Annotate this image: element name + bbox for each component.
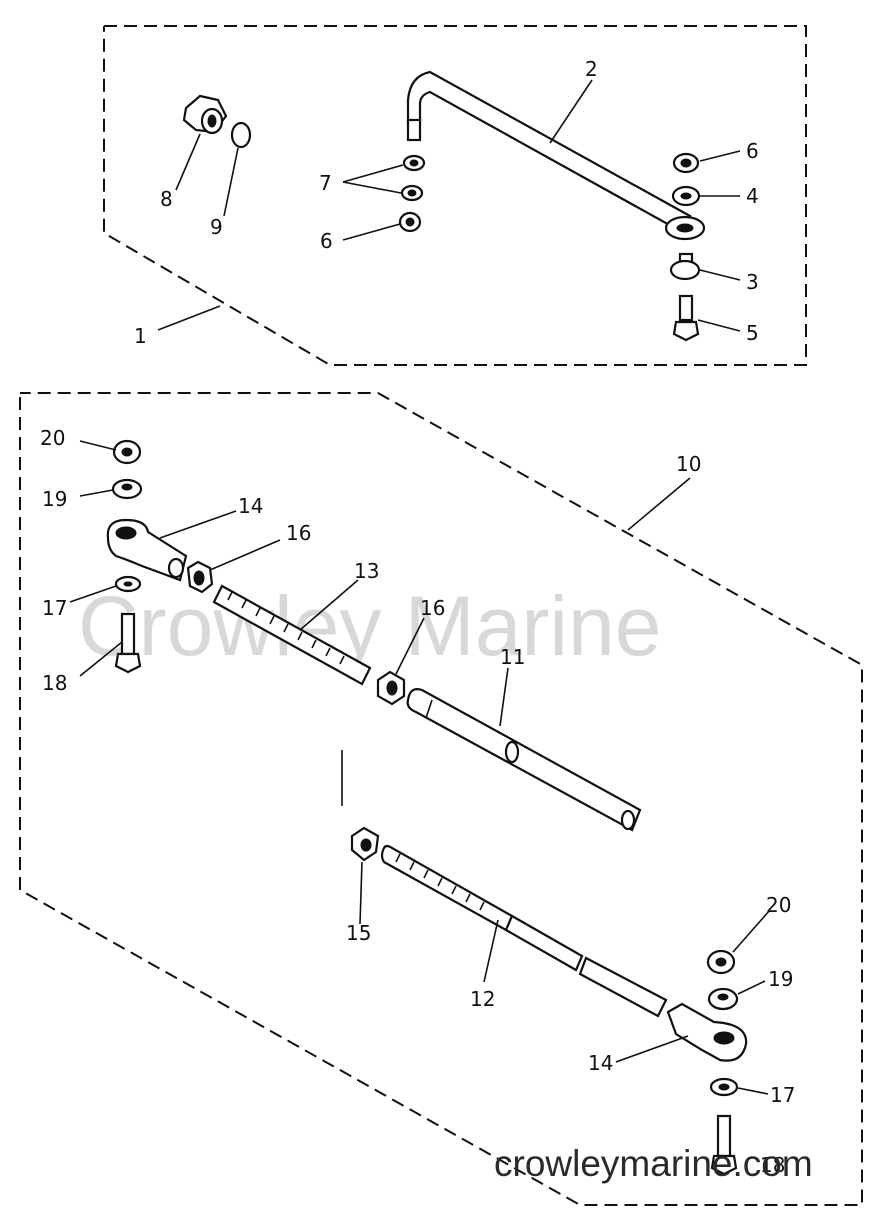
callout-19-bottom: 19	[768, 967, 793, 991]
part-20-nut-bottom	[706, 949, 736, 975]
callout-20-top: 20	[40, 426, 65, 450]
part-19-washer-bottom	[707, 987, 739, 1011]
callout-18-top: 18	[42, 671, 67, 695]
part-6-nut-right	[672, 152, 700, 174]
part-8-nut	[182, 94, 228, 135]
callout-15: 15	[346, 921, 371, 945]
callout-19-top: 19	[42, 487, 67, 511]
callout-8: 8	[160, 187, 173, 211]
callout-16-middle: 16	[420, 596, 445, 620]
part-6-nut-left	[398, 211, 422, 233]
part-5-bolt	[672, 294, 700, 342]
callout-4: 4	[746, 184, 759, 208]
callout-17-bottom: 17	[770, 1083, 795, 1107]
part-16-nut-top	[186, 560, 214, 594]
part-19-washer-top	[111, 478, 143, 500]
part-11-sleeve	[406, 688, 642, 832]
callout-1: 1	[134, 324, 147, 348]
callout-18-bottom: 18	[760, 1153, 785, 1177]
part-17-washer-top	[114, 575, 142, 593]
part-9-ring	[230, 121, 252, 149]
site-url: crowleymarine.com	[494, 1143, 813, 1184]
callout-14-top: 14	[238, 494, 263, 518]
callout-11: 11	[500, 645, 525, 669]
watermark: Crowley Marine	[78, 579, 662, 673]
part-7-washers	[400, 154, 426, 202]
callout-14-bottom: 14	[588, 1051, 613, 1075]
callout-20-bottom: 20	[766, 893, 791, 917]
callout-10: 10	[676, 452, 701, 476]
part-18-bolt-bottom	[710, 1114, 738, 1176]
part-4-washer	[671, 185, 701, 207]
part-15-nut	[350, 826, 380, 862]
part-3-bushing	[669, 252, 701, 281]
callout-5: 5	[746, 321, 759, 345]
part-17-washer-bottom	[709, 1077, 739, 1097]
callout-13: 13	[354, 559, 379, 583]
callout-17-top: 17	[42, 596, 67, 620]
group-10-outline	[19, 392, 863, 1206]
part-18-bolt-top	[114, 612, 142, 674]
part-20-nut-top	[112, 439, 142, 465]
part-16-nut-middle	[376, 670, 406, 706]
part-13-threaded-rod	[212, 584, 372, 686]
part-14-rod-end-bottom	[666, 1002, 748, 1062]
callout-7: 7	[319, 171, 332, 195]
part-14-rod-end-top	[106, 518, 188, 582]
callout-3: 3	[746, 270, 759, 294]
callout-12: 12	[470, 987, 495, 1011]
callout-9: 9	[210, 215, 223, 239]
callout-2: 2	[585, 57, 598, 81]
callout-16-top: 16	[286, 521, 311, 545]
part-2-link	[406, 70, 706, 241]
callout-6-right: 6	[746, 139, 759, 163]
group-1-outline	[103, 25, 807, 366]
callout-6-left: 6	[320, 229, 333, 253]
part-12-inner-rod	[380, 844, 668, 1018]
